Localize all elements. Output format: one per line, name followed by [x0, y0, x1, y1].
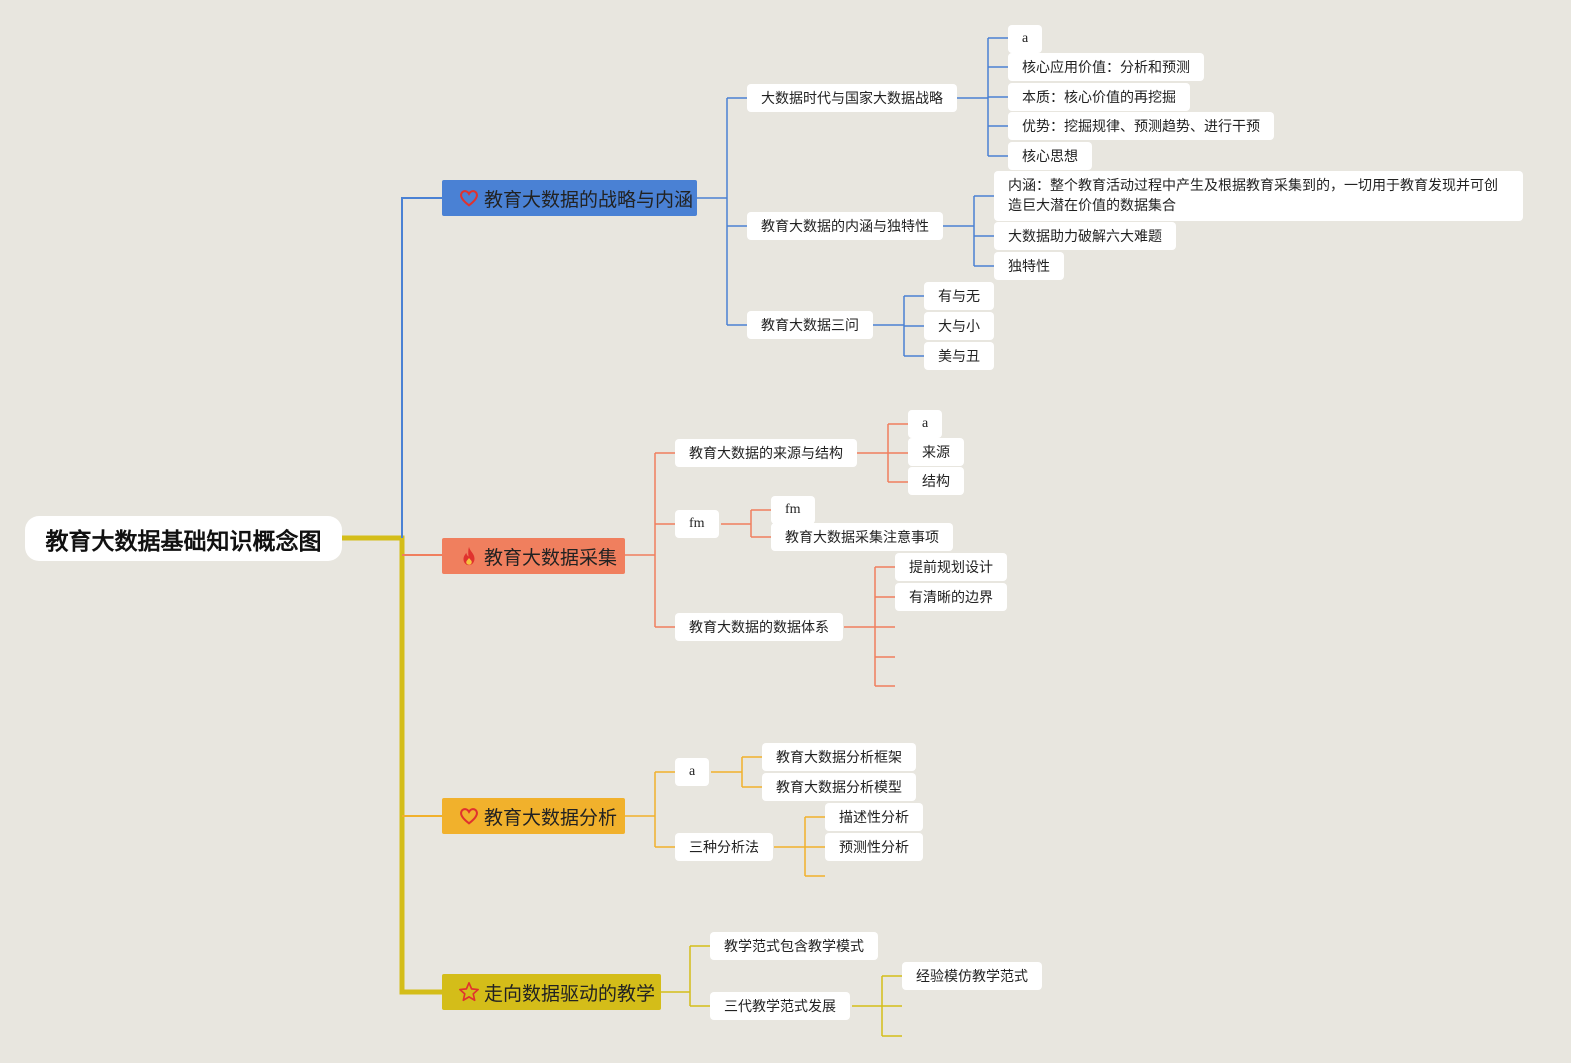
topic-data-system[interactable]: 教育大数据的数据体系 — [675, 613, 843, 641]
leaf-item[interactable]: 有与无 — [924, 282, 994, 310]
leaf-item[interactable]: 描述性分析 — [825, 803, 923, 831]
branch-label: 教育大数据分析 — [484, 806, 618, 829]
topic-national-strategy[interactable]: 大数据时代与国家大数据战略 — [747, 84, 957, 112]
branch-collection[interactable]: 教育大数据采集 — [442, 538, 625, 574]
leaf-item[interactable]: 提前规划设计 — [895, 553, 1007, 581]
leaf-item[interactable]: a — [1008, 25, 1043, 53]
leaf-item[interactable]: 核心思想 — [1008, 142, 1092, 170]
fire-icon — [458, 545, 480, 567]
branch-label: 教育大数据的战略与内涵 — [484, 188, 694, 211]
leaf-item[interactable]: 美与丑 — [924, 342, 994, 370]
branch-strategy[interactable]: 教育大数据的战略与内涵 — [442, 180, 697, 216]
leaf-item[interactable]: 教育大数据分析模型 — [762, 773, 916, 801]
leaf-item[interactable]: 大与小 — [924, 312, 994, 340]
leaf-item[interactable]: 本质：核心价值的再挖掘 — [1008, 83, 1190, 111]
topic-source-structure[interactable]: 教育大数据的来源与结构 — [675, 439, 857, 467]
branch-label: 教育大数据采集 — [484, 546, 618, 569]
branch-analysis[interactable]: 教育大数据分析 — [442, 798, 625, 834]
heart-icon — [458, 805, 480, 827]
topic-a[interactable]: a — [675, 758, 710, 786]
topic-paradigm-evolution[interactable]: 三代教学范式发展 — [710, 992, 850, 1020]
leaf-item[interactable]: 内涵：整个教育活动过程中产生及根据教育采集到的，一切用于教育发现并可创造巨大潜在… — [994, 171, 1523, 221]
leaf-item[interactable]: 核心应用价值：分析和预测 — [1008, 53, 1204, 81]
leaf-item[interactable]: 有清晰的边界 — [895, 583, 1007, 611]
leaf-item[interactable]: 大数据助力破解六大难题 — [994, 222, 1176, 250]
leaf-item[interactable]: 预测性分析 — [825, 833, 923, 861]
branch-label: 走向数据驱动的教学 — [484, 982, 656, 1005]
leaf-item[interactable]: 来源 — [908, 438, 964, 466]
leaf-item[interactable]: 经验模仿教学范式 — [902, 962, 1042, 990]
leaf-item[interactable]: 优势：挖掘规律、预测趋势、进行干预 — [1008, 112, 1274, 140]
root-topic[interactable]: 教育大数据基础知识概念图 — [25, 516, 342, 561]
leaf-item[interactable]: a — [908, 410, 943, 438]
leaf-item[interactable]: 教育大数据采集注意事项 — [771, 523, 953, 551]
leaf-item[interactable]: 结构 — [908, 467, 964, 495]
heart-icon — [458, 187, 480, 209]
topic-paradigm-model[interactable]: 教学范式包含教学模式 — [710, 932, 878, 960]
leaf-item[interactable]: 独特性 — [994, 252, 1064, 280]
leaf-item[interactable]: fm — [771, 496, 815, 524]
branch-data-driven-teaching[interactable]: 走向数据驱动的教学 — [442, 974, 661, 1010]
topic-connotation[interactable]: 教育大数据的内涵与独特性 — [747, 212, 943, 240]
topic-three-questions[interactable]: 教育大数据三问 — [747, 311, 873, 339]
topic-fm[interactable]: fm — [675, 510, 719, 538]
topic-three-methods[interactable]: 三种分析法 — [675, 833, 773, 861]
star-icon — [458, 981, 480, 1003]
leaf-item[interactable]: 教育大数据分析框架 — [762, 743, 916, 771]
